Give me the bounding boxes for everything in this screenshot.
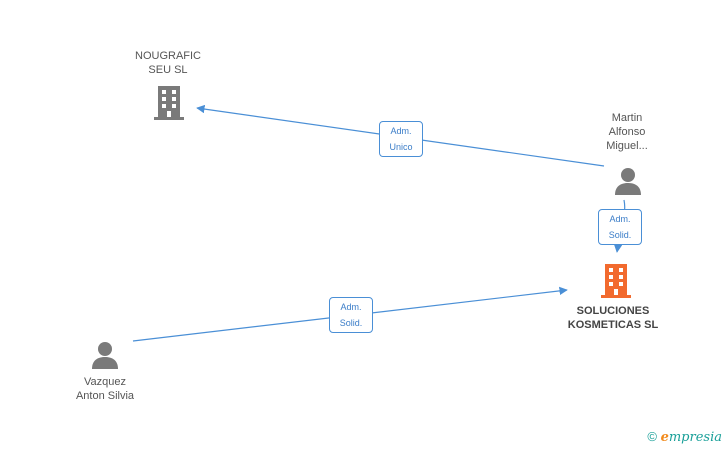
node-name-line1: Vazquez <box>84 376 126 388</box>
edge-role-line1: Adm. <box>340 302 362 312</box>
empresia-logo[interactable]: © empresia <box>647 429 722 445</box>
node-name-line1: SOLUCIONES <box>576 305 650 317</box>
edge-badge-adm-solid-martin[interactable]: Adm. Solid. <box>598 209 642 245</box>
brand-rest: mpresia <box>668 430 722 445</box>
node-name-line2: SEU SL <box>148 64 188 76</box>
edge-role-line1: Adm. <box>609 214 631 224</box>
building-icon[interactable] <box>153 84 185 120</box>
person-icon[interactable] <box>90 340 120 370</box>
edge-role-line1: Adm. <box>390 126 412 136</box>
copyright-icon: © <box>647 429 657 444</box>
edge-badge-adm-solid-vazquez[interactable]: Adm. Solid. <box>329 297 373 333</box>
building-icon[interactable] <box>600 262 632 298</box>
edge-role-line2: Solid. <box>339 318 363 328</box>
edge-role-line2: Solid. <box>608 230 632 240</box>
node-name-line1: Martin <box>611 112 643 124</box>
brand-name: empresia <box>661 430 722 445</box>
person-icon[interactable] <box>613 166 643 196</box>
node-name-line2: Alfonso <box>608 126 646 138</box>
node-label-nougrafic[interactable]: NOUGRAFIC SEU SL <box>118 49 218 77</box>
brand-initial: e <box>660 430 669 445</box>
node-name-line3: Miguel... <box>606 140 648 152</box>
node-name-line2: KOSMETICAS SL <box>567 319 659 331</box>
node-name-line2: Anton Silvia <box>75 390 135 402</box>
node-label-martin[interactable]: Martin Alfonso Miguel... <box>587 111 667 153</box>
edge-role-line2: Unico <box>389 142 413 152</box>
node-label-soluciones[interactable]: SOLUCIONES KOSMETICAS SL <box>553 304 673 332</box>
edge-badge-adm-unico[interactable]: Adm. Unico <box>379 121 423 157</box>
node-name-line1: NOUGRAFIC <box>135 50 201 62</box>
node-label-vazquez[interactable]: Vazquez Anton Silvia <box>55 375 155 403</box>
